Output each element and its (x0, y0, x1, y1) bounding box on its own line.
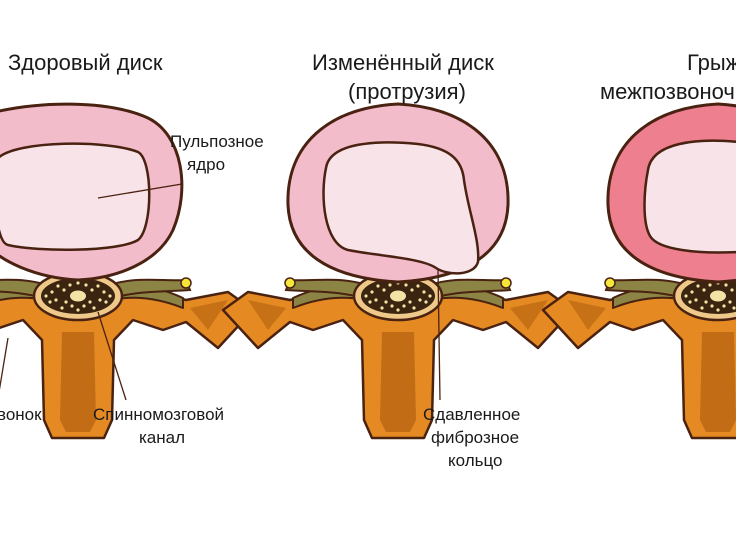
leader-nucleus (97, 183, 183, 199)
leader-vertebra (0, 337, 9, 390)
nucleus-label-line1: Пульпозное (170, 132, 264, 151)
nucleus-pulposus (643, 139, 736, 254)
stage-herniation (541, 102, 736, 440)
leader-annulus (437, 269, 441, 401)
nucleus-pulposus (0, 142, 151, 251)
vertebra-label: вонок (0, 405, 42, 424)
stage-2-subtitle: (протрузия) (348, 79, 466, 104)
canal-label-line1: Спинномозговой (93, 405, 225, 424)
nucleus-pulposus (322, 141, 480, 275)
stage-3-subtitle: межпозвоноч (600, 79, 735, 104)
stage-3-title: Грыж (687, 50, 736, 75)
stage-healthy (0, 102, 255, 440)
annulus-label-line2: фиброзное (431, 428, 520, 447)
leader-lines (0, 183, 441, 401)
stage-1-title: Здоровый диск (8, 50, 163, 75)
stage-2-title: Изменённый диск (312, 50, 494, 75)
leader-canal (97, 311, 127, 401)
annulus-label-line3: кольцо (448, 451, 503, 470)
annulus-label-line1: Сдавленное (423, 405, 521, 424)
nucleus-label-line2: ядро (187, 155, 226, 174)
canal-label-line2: канал (139, 428, 186, 447)
stage-protrusion (221, 102, 575, 440)
